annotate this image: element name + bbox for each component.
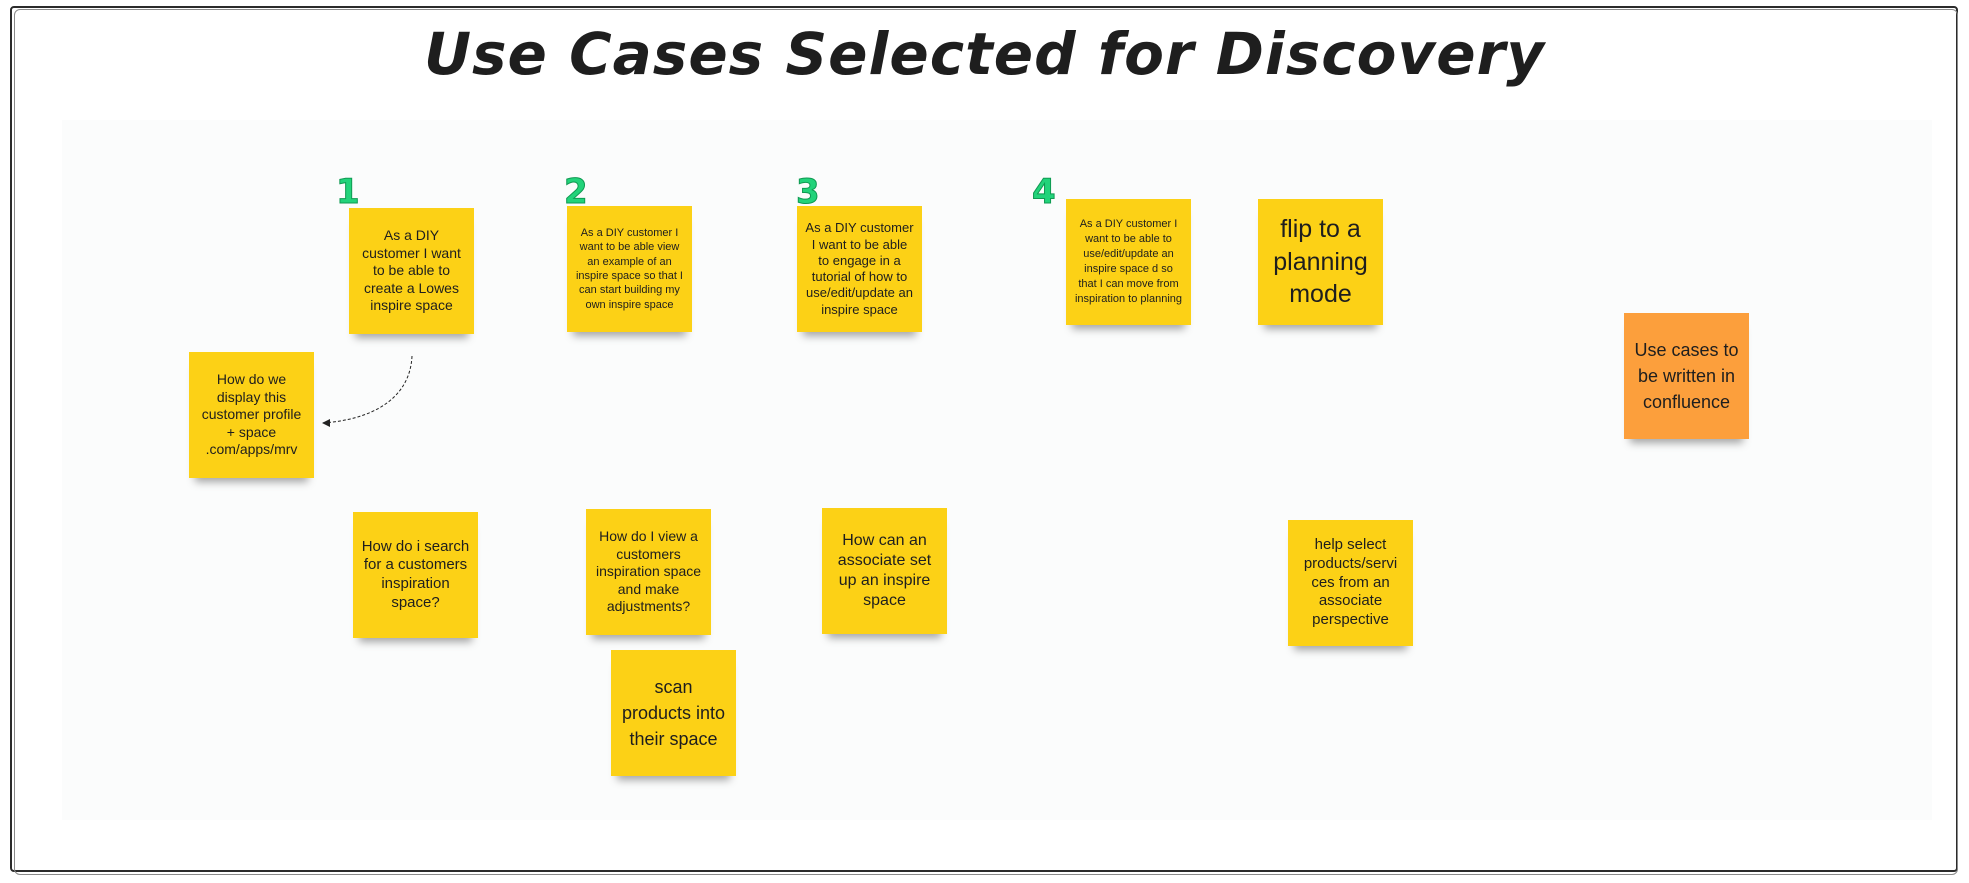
page-title: Use Cases Selected for Discovery bbox=[423, 20, 1546, 88]
sticky-note-display-profile[interactable]: How do we display this customer profile … bbox=[189, 352, 314, 478]
sticky-note-text: As a DIY customer I want to be able to u… bbox=[1074, 218, 1183, 305]
sticky-note-text: flip to a planning mode bbox=[1273, 215, 1368, 309]
marker-1: 1 bbox=[336, 172, 361, 213]
sticky-note-use-case-1[interactable]: As a DIY customer I want to be able to c… bbox=[349, 208, 474, 334]
sticky-note-use-case-4[interactable]: As a DIY customer I want to be able to u… bbox=[1066, 199, 1191, 325]
sticky-note-confluence[interactable]: Use cases to be written in confluence bbox=[1624, 313, 1749, 439]
marker-4: 4 bbox=[1032, 172, 1057, 213]
sticky-note-text: How do i search for a customers inspirat… bbox=[361, 537, 470, 611]
sticky-note-search[interactable]: How do i search for a customers inspirat… bbox=[353, 512, 478, 638]
board-frame-shadow bbox=[14, 9, 1958, 875]
sticky-note-text: Use cases to be written in confluence bbox=[1634, 339, 1739, 413]
sticky-note-use-case-3[interactable]: As a DIY customer I want to be able to e… bbox=[797, 206, 922, 332]
sticky-note-text: As a DIY customer I want to be able view… bbox=[575, 227, 683, 311]
sticky-note-text: As a DIY customer I want to be able to e… bbox=[805, 220, 914, 317]
sticky-note-text: As a DIY customer I want to be able to c… bbox=[362, 227, 461, 314]
marker-2: 2 bbox=[564, 172, 589, 213]
sticky-note-text: How do we display this customer profile … bbox=[201, 371, 302, 458]
marker-3: 3 bbox=[796, 172, 821, 213]
sticky-note-text: help select products/servi ces from an a… bbox=[1303, 536, 1398, 629]
sticky-note-associate-setup[interactable]: How can an associate set up an inspire s… bbox=[822, 508, 947, 634]
sticky-note-text: How do I view a customers inspiration sp… bbox=[595, 528, 702, 615]
sticky-note-text: How can an associate set up an inspire s… bbox=[837, 532, 932, 609]
sticky-note-flip-planning[interactable]: flip to a planning mode bbox=[1258, 199, 1383, 325]
sticky-note-help-select[interactable]: help select products/servi ces from an a… bbox=[1288, 520, 1413, 646]
sticky-note-scan-products[interactable]: scan products into their space bbox=[611, 650, 736, 776]
sticky-note-text: scan products into their space bbox=[621, 676, 726, 750]
sticky-note-view-adjust[interactable]: How do I view a customers inspiration sp… bbox=[586, 509, 711, 635]
sticky-note-use-case-2[interactable]: As a DIY customer I want to be able view… bbox=[567, 206, 692, 332]
